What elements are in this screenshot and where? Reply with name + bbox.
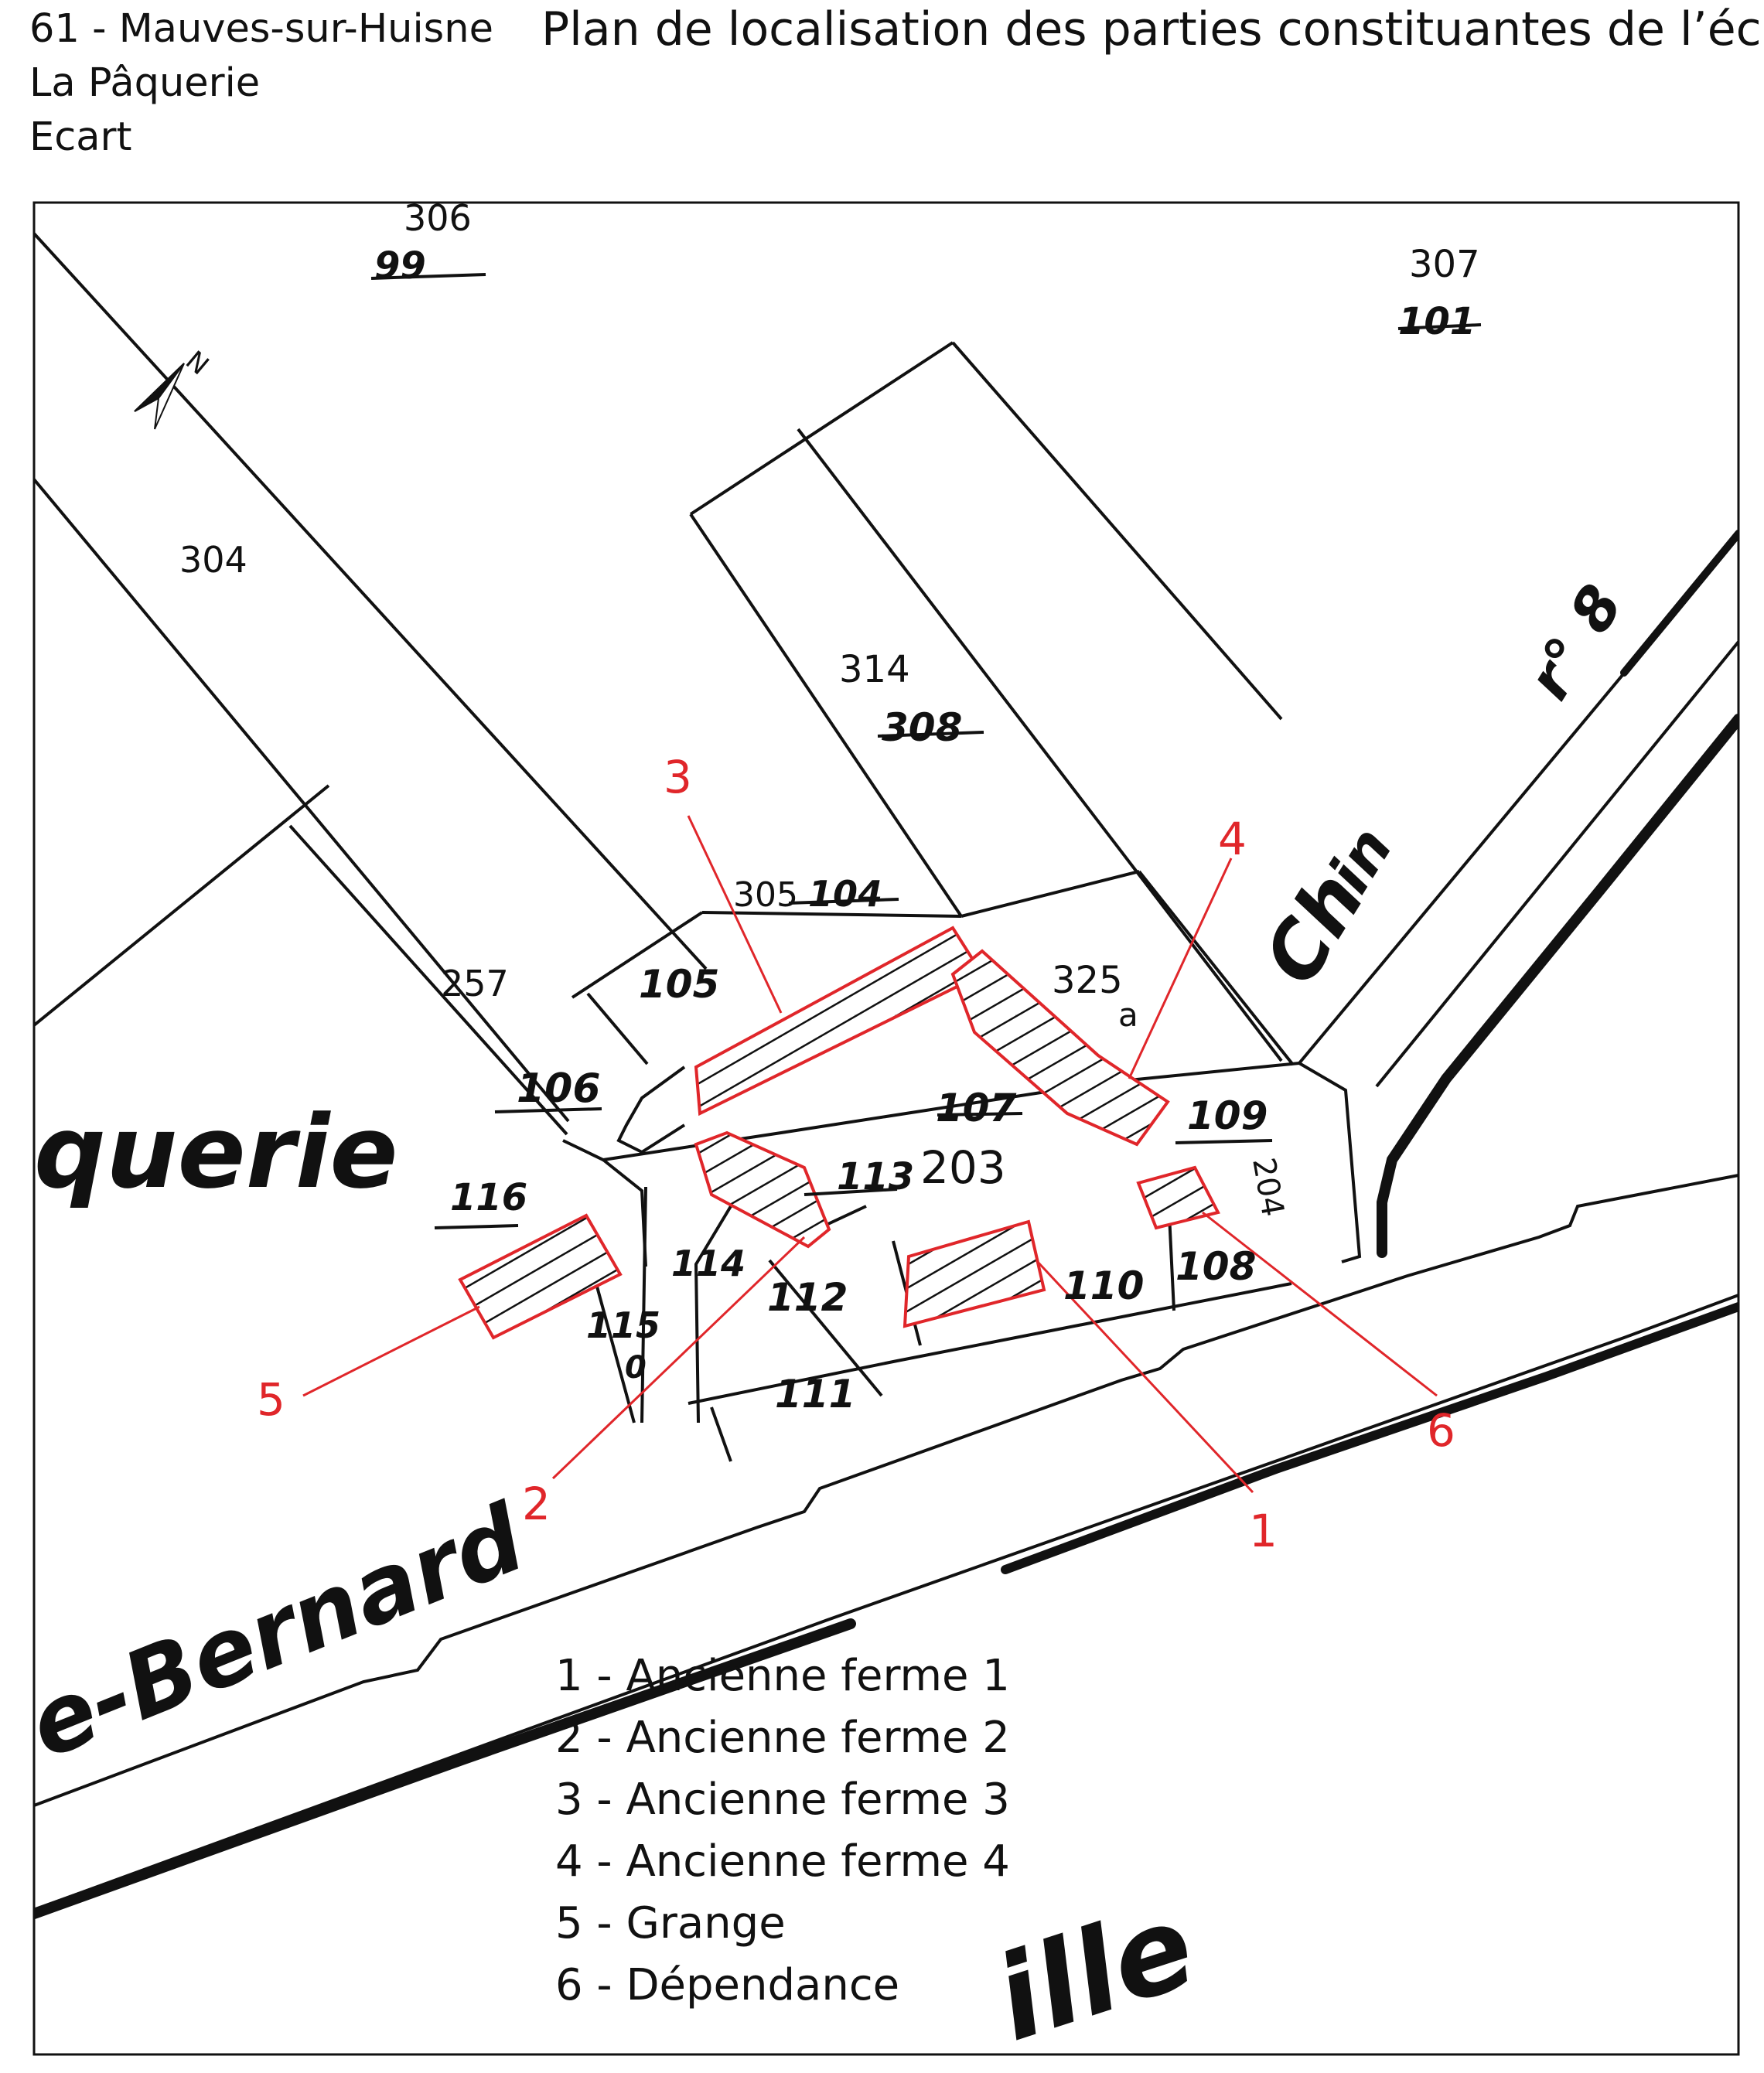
parcel-314: 314 xyxy=(839,648,910,691)
marker-3: 3 xyxy=(664,751,692,803)
building-6 xyxy=(1136,1165,1220,1230)
building-4 xyxy=(950,949,1170,1147)
parcel-325: 325 xyxy=(1052,959,1123,1002)
parcel-112: 112 xyxy=(767,1275,848,1320)
parcel-307: 307 xyxy=(1409,243,1480,286)
callout-leaders xyxy=(302,815,1438,1494)
parcel-107: 107 xyxy=(936,1086,1017,1130)
legend-item-6: 6 - Dépendance xyxy=(555,1960,900,2010)
parcel-99: 99 xyxy=(374,244,426,288)
parcel-116: 116 xyxy=(450,1176,527,1219)
parcel-203: 203 xyxy=(920,1141,1006,1194)
parcel-101: 101 xyxy=(1398,300,1476,343)
parcel-113: 113 xyxy=(837,1155,914,1198)
marker-2: 2 xyxy=(522,1478,551,1530)
marker-5: 5 xyxy=(257,1373,285,1426)
parcel-325-a: a xyxy=(1118,996,1138,1034)
map-frame xyxy=(32,201,1740,2056)
legend-item-1: 1 - Ancienne ferme 1 xyxy=(555,1651,1010,1701)
parcel-115: 115 xyxy=(586,1304,660,1346)
legend-item-4: 4 - Ancienne ferme 4 xyxy=(555,1836,1010,1887)
strikeouts xyxy=(370,273,1482,1229)
parcel-105: 105 xyxy=(639,962,719,1007)
legend-item-3: 3 - Ancienne ferme 3 xyxy=(555,1775,1010,1825)
marker-1: 1 xyxy=(1249,1505,1278,1557)
parcel-257: 257 xyxy=(441,963,509,1004)
highlighted-buildings xyxy=(458,926,1220,1340)
parcel-114: 114 xyxy=(671,1243,746,1284)
parcel-308: 308 xyxy=(882,705,962,750)
building-1 xyxy=(902,1219,1046,1328)
parcel-305: 305 xyxy=(733,875,798,915)
marker-4: 4 xyxy=(1218,813,1247,865)
parcel-lines xyxy=(34,232,1738,1911)
building-5 xyxy=(458,1213,623,1340)
parcel-108: 108 xyxy=(1175,1244,1256,1289)
commune-label: 61 - Mauves-sur-Huisne xyxy=(29,6,493,52)
parcel-111: 111 xyxy=(775,1372,855,1417)
road-thick-edges xyxy=(34,530,1738,1919)
place-label: La Pâquerie xyxy=(29,60,261,106)
parcel-115-sub: 0 xyxy=(625,1350,647,1386)
building-2 xyxy=(694,1130,831,1249)
parcel-109: 109 xyxy=(1187,1093,1268,1138)
legend-item-5: 5 - Grange xyxy=(555,1898,786,1949)
street-paquerie: querie xyxy=(34,1093,398,1211)
type-label: Ecart xyxy=(29,114,132,160)
parcel-106: 106 xyxy=(517,1065,601,1112)
parcel-110: 110 xyxy=(1063,1263,1144,1308)
legend-item-2: 2 - Ancienne ferme 2 xyxy=(555,1713,1010,1763)
parcel-304: 304 xyxy=(179,539,247,581)
page-title: Plan de localisation des parties constit… xyxy=(541,2,1764,56)
parcel-306: 306 xyxy=(404,197,472,239)
marker-6: 6 xyxy=(1427,1404,1455,1457)
parcel-104: 104 xyxy=(808,873,882,915)
